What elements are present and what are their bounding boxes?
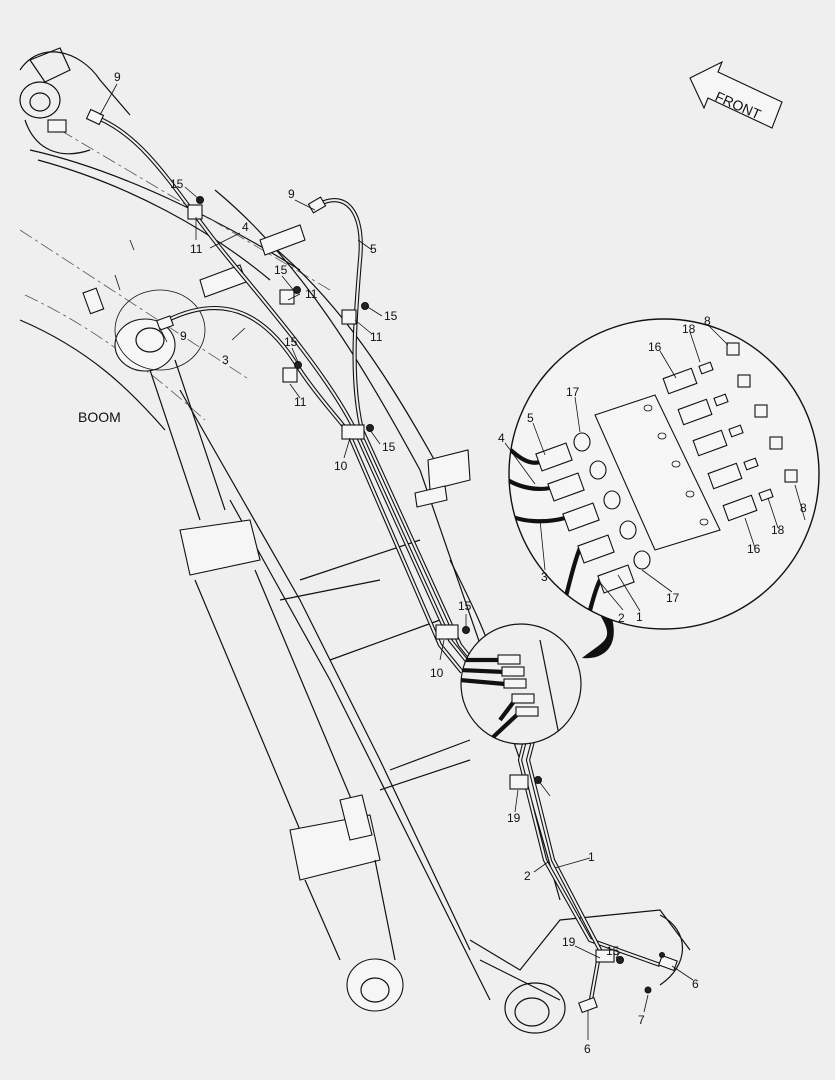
hose-routing [85,108,678,1014]
callout-15-d: 15 [284,335,298,349]
callout-15-c: 15 [384,309,398,323]
detail-callout-3: 3 [541,570,548,584]
leader-lines [99,83,806,1040]
boom-label: BOOM [78,409,121,425]
callout-11-c: 11 [370,330,383,344]
callout-6-bottom: 6 [584,1042,591,1056]
connector-closeup [460,615,614,745]
callout-15-g: 15 [606,944,620,958]
callout-9-cyl: 9 [180,329,187,343]
callout-3: 3 [222,353,229,367]
detail-callout-8-top: 8 [704,314,711,328]
callout-11-d: 11 [294,395,307,409]
callout-15-b: 15 [274,263,288,277]
detail-callout-18-bottom: 18 [771,523,785,537]
detail-callouts: 18 8 16 17 5 4 3 2 1 17 16 18 8 [498,314,807,625]
callout-5: 5 [370,242,377,256]
callout-10-b: 10 [430,666,444,680]
callout-11-b: 11 [305,287,318,301]
detail-callout-5: 5 [527,411,534,425]
boom-cylinder [114,289,404,1012]
callout-7: 7 [638,1013,645,1027]
callout-15-e: 15 [382,440,396,454]
callouts: 9 15 11 4 9 5 15 11 15 11 3 9 15 11 10 1… [114,70,699,1056]
callout-19-b: 19 [562,935,576,949]
detail-callout-18-top: 18 [682,322,696,336]
detail-callout-8-bottom: 8 [800,501,807,515]
callout-6-right: 6 [692,977,699,991]
boom-structure [19,47,691,1034]
detail-callout-17-top: 17 [566,385,580,399]
callout-1: 1 [588,850,595,864]
callout-2: 2 [524,869,531,883]
detail-callout-17-bottom: 17 [666,591,680,605]
detail-callout-2: 2 [618,611,625,625]
callout-9-mid: 9 [288,187,295,201]
detail-view [508,318,820,630]
detail-callout-16-top: 16 [648,340,662,354]
callout-19: 19 [507,811,521,825]
detail-callout-16-bottom: 16 [747,542,761,556]
callout-9-top: 9 [114,70,121,84]
detail-callout-1: 1 [636,610,643,624]
callout-11: 11 [190,242,203,256]
front-direction-arrow: FRONT [689,60,783,129]
callout-15: 15 [170,177,184,191]
callout-15-f: 15 [458,599,472,613]
detail-callout-4: 4 [498,431,505,445]
callout-4: 4 [242,220,249,234]
callout-10: 10 [334,459,348,473]
